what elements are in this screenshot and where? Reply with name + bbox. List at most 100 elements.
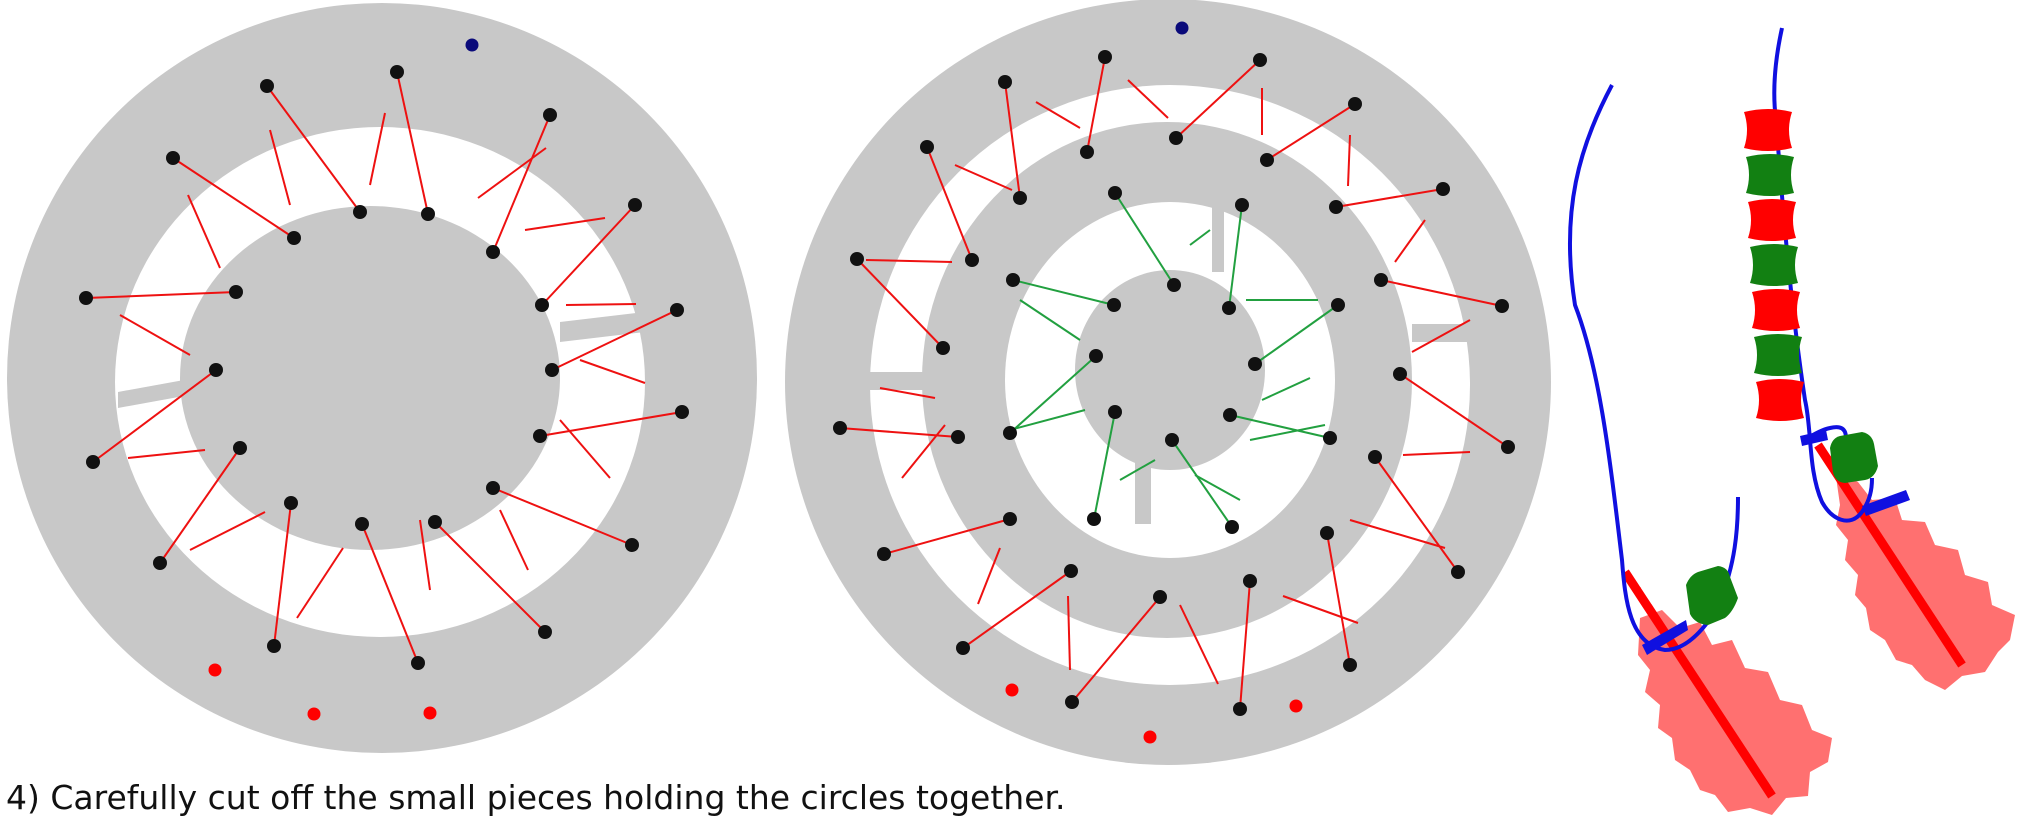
red-thread [1179, 604, 1219, 685]
stitch-hole [1080, 145, 1094, 159]
stitch-holes [833, 50, 1515, 716]
connector-tab [862, 372, 930, 390]
green-thread [1254, 304, 1339, 365]
red-thread [361, 523, 419, 664]
stitch-hole [79, 291, 93, 305]
red-thread [565, 303, 637, 306]
red-thread [926, 146, 973, 261]
red-bead [1752, 289, 1800, 331]
red-thread [127, 449, 206, 459]
red-thread [1326, 532, 1351, 666]
red-thread [477, 147, 547, 199]
stitch-hole [209, 363, 223, 377]
red-marker [1289, 699, 1303, 713]
green-thread [1189, 229, 1211, 246]
needle [1621, 569, 1776, 799]
stitch-hole [965, 253, 979, 267]
stitch-hole [998, 75, 1012, 89]
stitch-hole [267, 639, 281, 653]
red-thread [1004, 81, 1021, 199]
stitch-hole [951, 430, 965, 444]
stitch-hole [1065, 695, 1079, 709]
red-thread [1035, 101, 1081, 129]
red-thread [1335, 188, 1444, 208]
stitch-hole [486, 245, 500, 259]
stitch-hole [1098, 50, 1112, 64]
red-thread [1374, 456, 1459, 573]
red-thread [856, 258, 944, 349]
stitch-hole [1348, 97, 1362, 111]
red-thread [962, 570, 1072, 649]
green-bead [1830, 432, 1878, 483]
stitch-hole [390, 65, 404, 79]
stitch-hole [1343, 658, 1357, 672]
stitch-hole [1501, 440, 1515, 454]
stitch-hole [1013, 191, 1027, 205]
cord-binding [1800, 430, 1828, 446]
red-thread [492, 487, 633, 546]
stitch-hole [1064, 564, 1078, 578]
red-thread [119, 314, 191, 356]
stitch-hole [1003, 426, 1017, 440]
stitch-hole [1436, 182, 1450, 196]
green-thread [1009, 409, 1086, 431]
red-thread [865, 259, 953, 263]
stitch-hole [956, 641, 970, 655]
stitch-hole [1153, 590, 1167, 604]
stitch-hole [1108, 405, 1122, 419]
green-thread [1171, 439, 1233, 528]
green-bead [1686, 566, 1738, 625]
green-thread [1012, 279, 1115, 306]
stitch-hole [538, 625, 552, 639]
stitch-hole [1495, 299, 1509, 313]
stitch-hole [1089, 349, 1103, 363]
red-thread [92, 369, 217, 463]
needle-tip [1818, 445, 1835, 464]
red-thread [434, 521, 546, 633]
green-thread [1249, 424, 1326, 441]
red-thread [273, 502, 292, 647]
red-threads [839, 56, 1509, 710]
inner-disk [1075, 270, 1265, 470]
stitch-hole [670, 303, 684, 317]
red-thread [879, 387, 936, 399]
stitch-hole [877, 547, 891, 561]
red-thread [1282, 595, 1359, 624]
instruction-caption: 4) Carefully cut off the small pieces ho… [6, 778, 1066, 817]
blue-marker [465, 38, 479, 52]
stitch-hole [533, 429, 547, 443]
stitch-holes [79, 65, 689, 670]
stitch-hole [411, 656, 425, 670]
red-thread [954, 164, 1013, 191]
red-thread [1266, 103, 1356, 161]
stitch-hole [1331, 298, 1345, 312]
red-thread [189, 511, 266, 551]
green-thread [1019, 299, 1081, 341]
stitch-hole [628, 198, 642, 212]
red-marker [1005, 683, 1019, 697]
red-thread [1394, 219, 1426, 263]
red-thread [1086, 56, 1106, 153]
green-thread [1229, 414, 1331, 439]
blue-marker [1175, 21, 1189, 35]
red-thread [172, 157, 295, 239]
stitch-hole [229, 285, 243, 299]
stitch-hole [535, 298, 549, 312]
green-thread [1114, 192, 1175, 286]
red-thread [266, 85, 361, 213]
red-thread [296, 547, 344, 619]
cord-binding [1642, 620, 1688, 655]
stitch-hole [1253, 53, 1267, 67]
red-thread [839, 427, 959, 438]
stitch-hole [1393, 367, 1407, 381]
red-thread [1380, 279, 1503, 307]
red-thread [579, 359, 646, 384]
stitch-hole [675, 405, 689, 419]
stitch-hole [1374, 273, 1388, 287]
stitch-hole [355, 517, 369, 531]
stitch-hole [1108, 186, 1122, 200]
stitch-hole [850, 252, 864, 266]
red-thread [559, 419, 611, 479]
stitch-hole [936, 341, 950, 355]
